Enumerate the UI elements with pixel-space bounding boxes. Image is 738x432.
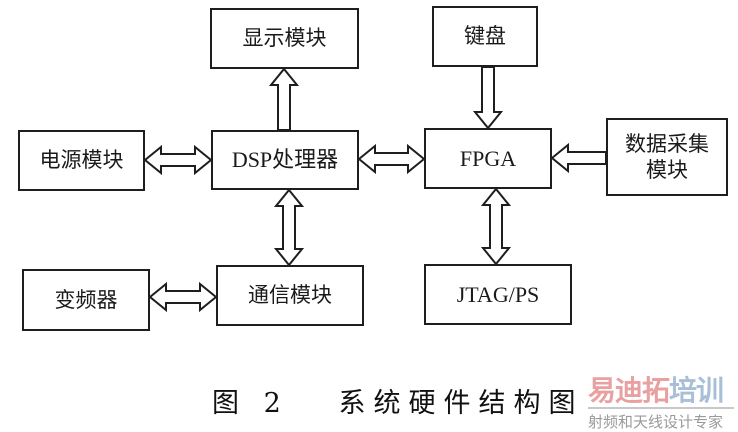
arrow-dsp-comm (273, 188, 305, 267)
dsp-processor-box: DSP处理器 (211, 130, 359, 190)
watermark-title-part1: 易迪拓 (588, 374, 670, 407)
jtag-ps-label: JTAG/PS (456, 281, 540, 307)
inverter-box: 变频器 (22, 269, 150, 331)
arrow-inverter-comm (148, 281, 218, 313)
keyboard-box: 键盘 (432, 6, 538, 67)
power-module-box: 电源模块 (18, 130, 145, 191)
figure-caption: 图 2 系统硬件结构图 (212, 388, 584, 419)
watermark-divider (588, 407, 734, 409)
keyboard-label: 键盘 (464, 24, 506, 49)
arrow-dataacq-to-fpga (550, 142, 607, 174)
comm-module-label: 通信模块 (248, 283, 332, 308)
arrow-power-dsp (143, 144, 213, 176)
display-module-box: 显示模块 (210, 8, 359, 69)
display-module-label: 显示模块 (242, 26, 327, 51)
dsp-processor-label: DSP处理器 (231, 147, 339, 173)
arrow-dsp-to-display (268, 67, 300, 131)
watermark-title-part2: 培训 (669, 374, 724, 407)
inverter-label: 变频器 (54, 287, 118, 312)
arrow-fpga-jtag (480, 187, 512, 266)
watermark-subtitle: 射频和天线设计专家 (588, 413, 724, 431)
fpga-box: FPGA (424, 128, 552, 189)
fpga-label: FPGA (459, 145, 517, 171)
watermark-logo: 易迪拓培训 射频和天线设计专家 (588, 376, 734, 432)
arrow-keyboard-to-fpga (472, 66, 504, 130)
arrow-dsp-fpga (357, 143, 426, 175)
comm-module-box: 通信模块 (216, 265, 364, 326)
jtag-ps-box: JTAG/PS (424, 264, 572, 325)
power-module-label: 电源模块 (39, 148, 124, 173)
data-acquisition-module-label: 数据采集 模块 (625, 131, 709, 182)
data-acquisition-module-box: 数据采集 模块 (606, 118, 728, 196)
watermark-title: 易迪拓培训 (588, 376, 734, 406)
